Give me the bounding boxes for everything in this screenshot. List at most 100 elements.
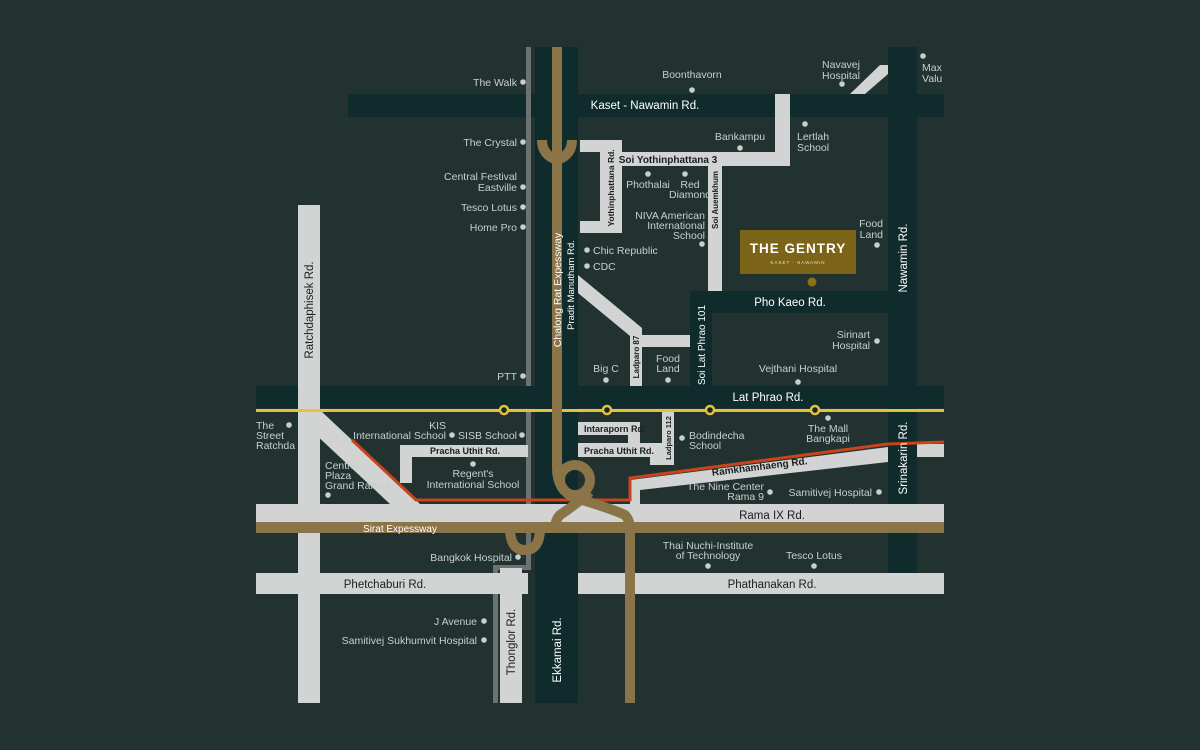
place-dot-icon <box>825 415 831 421</box>
place-dot-icon <box>767 489 773 495</box>
road-label: Intaraporn Rd. <box>584 424 646 434</box>
project-location-pin-icon <box>807 277 817 287</box>
place-label: International School <box>353 430 446 442</box>
place-dot-icon <box>679 435 685 441</box>
phathanakan-road <box>578 573 944 594</box>
place-dot-icon <box>481 618 487 624</box>
place-label: Plaza <box>325 470 351 482</box>
place-label: of Technology <box>676 550 741 562</box>
place-dot-icon <box>520 224 526 230</box>
place-dot-icon <box>839 81 845 87</box>
road-label: Chalong Rat Expessway <box>552 232 564 347</box>
place-label: Bangkapi <box>806 433 850 445</box>
place-label: Phothalai <box>626 179 670 191</box>
place-dot-icon <box>874 338 880 344</box>
road-label: Yothinphattana Rd. <box>606 149 616 226</box>
place-label: The Mall <box>808 423 848 435</box>
place-label: International <box>647 220 705 232</box>
pho-kaeo-road <box>690 291 888 313</box>
rail-line-gray <box>493 565 531 570</box>
place-label: Navavej <box>822 59 860 71</box>
place-label: The Crystal <box>463 137 517 149</box>
place-label: KIS <box>429 420 446 432</box>
place-label: Land <box>656 363 680 375</box>
place-label: Land <box>860 229 884 241</box>
road-label: Phathanakan Rd. <box>728 579 817 591</box>
place-label: Central <box>325 460 359 472</box>
place-label: Bodindecha <box>689 430 745 442</box>
place-label: Home Pro <box>470 222 517 234</box>
place-label: Diamond <box>669 189 711 201</box>
road-label: Pracha Uthit Rd. <box>584 446 654 456</box>
places: The Walk The Crystal Central FestivalEas… <box>256 53 943 647</box>
place-label: Red <box>680 179 699 191</box>
station-icon <box>498 404 510 416</box>
place-label: Hospital <box>822 70 860 82</box>
place-label: Boonthavorn <box>662 69 722 81</box>
station-icon <box>809 404 821 416</box>
project-marker[interactable]: THE GENTRY KASET - NAWAMIN <box>740 230 856 287</box>
place-dot-icon <box>876 489 882 495</box>
place-label: Food <box>859 218 883 230</box>
place-label: Tesco Lotus <box>461 202 517 214</box>
nawamin-srinakarin-road <box>888 47 917 573</box>
road-label: Thonglor Rd. <box>506 609 518 675</box>
rail-line-gray <box>526 47 531 386</box>
navavej-road <box>850 65 888 94</box>
place-dot-icon <box>520 373 526 379</box>
place-label: Samitivej Hospital <box>789 487 872 499</box>
place-dot-icon <box>449 432 455 438</box>
place-label: Max <box>922 62 943 74</box>
place-label: Ratchda <box>256 440 295 452</box>
road-label: Pradit Manutham Rd. <box>566 240 577 330</box>
project-name: THE GENTRY <box>750 241 847 256</box>
place-label: School <box>689 440 721 452</box>
place-label: SISB School <box>458 430 517 442</box>
project-box <box>740 230 856 274</box>
place-label: Chic Republic <box>593 245 658 257</box>
road-label: Kaset - Nawamin Rd. <box>591 100 700 112</box>
kaset-nawamin-road <box>348 94 944 117</box>
place-dot-icon <box>689 87 695 93</box>
place-dot-icon <box>520 204 526 210</box>
road-label: Ladparo 87 <box>632 335 641 378</box>
place-label: School <box>797 142 829 154</box>
road-label: Soi Lat Phrao 101 <box>697 305 708 385</box>
place-dot-icon <box>520 79 526 85</box>
sirat-expressway <box>256 522 944 533</box>
road-label: Sirat Expessway <box>363 524 437 535</box>
place-dot-icon <box>325 492 331 498</box>
place-label: CDC <box>593 261 616 273</box>
place-label: Grand Rama9 <box>325 480 391 492</box>
road-label: Ladparo 112 <box>664 416 673 460</box>
place-label: Central Festival <box>444 171 517 183</box>
place-label: J Avenue <box>434 616 477 628</box>
place-dot-icon <box>515 554 521 560</box>
road-label: Ratchdaphisek Rd. <box>304 261 316 358</box>
place-label: The Walk <box>473 77 518 89</box>
lat-phrao-road <box>256 386 944 408</box>
place-label: Street <box>256 430 284 442</box>
place-label: Big C <box>593 363 619 375</box>
place-label: International School <box>427 479 520 491</box>
place-label: Regent's <box>452 468 493 480</box>
place-dot-icon <box>603 377 609 383</box>
place-dot-icon <box>699 241 705 247</box>
place-label: Bangkok Hospital <box>430 552 512 564</box>
place-label: The Nine Center <box>687 481 765 493</box>
place-dot-icon <box>645 171 651 177</box>
road-label: Srinakarin Rd. <box>898 422 910 495</box>
interchange-loop <box>555 460 595 500</box>
soi-lat-phrao-101-road <box>690 291 712 386</box>
place-label: Hospital <box>832 340 870 352</box>
road-label: Nawamin Rd. <box>898 223 910 292</box>
place-dot-icon <box>737 145 743 151</box>
place-dot-icon <box>520 139 526 145</box>
minor-roads <box>256 65 944 703</box>
place-dot-icon <box>874 242 880 248</box>
place-label: The <box>256 420 274 432</box>
place-label: Samitivej Sukhumvit Hospital <box>342 635 477 647</box>
place-label: Rama 9 <box>727 491 764 503</box>
station-icon <box>601 404 613 416</box>
